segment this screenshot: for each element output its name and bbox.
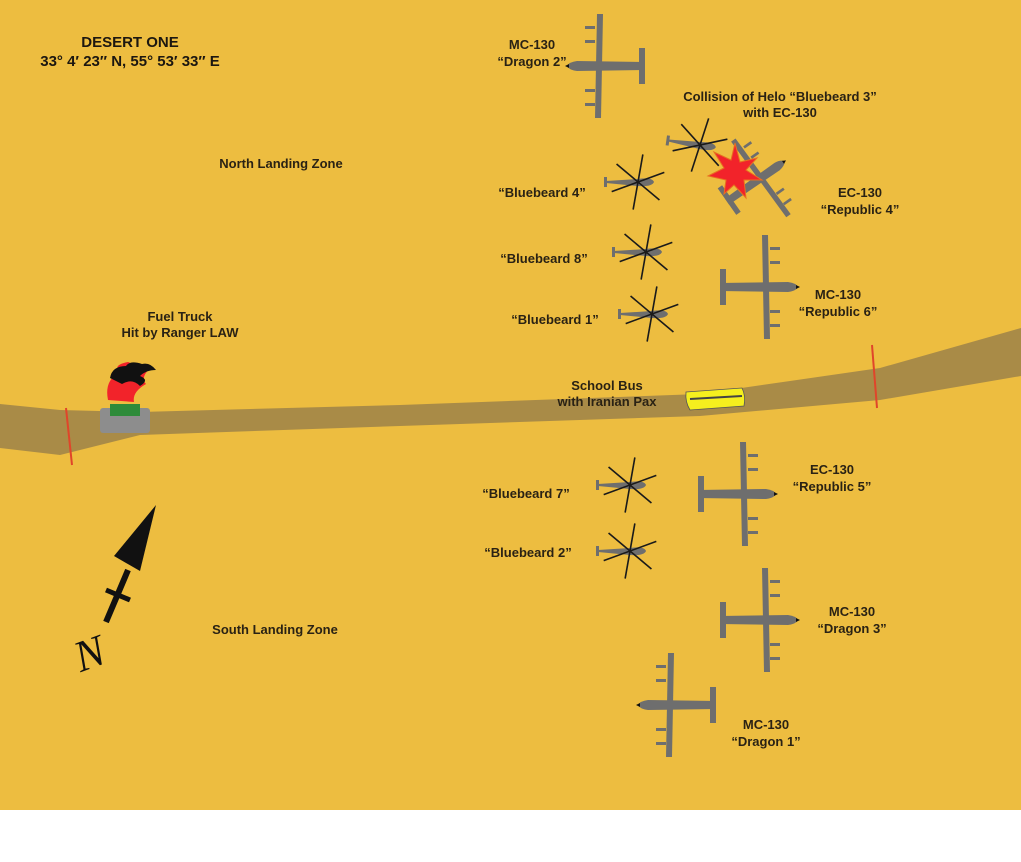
road-marker-east bbox=[871, 344, 878, 409]
south-landing-zone-label: South Landing Zone bbox=[212, 622, 338, 637]
north-landing-zone-label: North Landing Zone bbox=[219, 156, 342, 171]
republic-6-type: MC-130 bbox=[815, 287, 861, 302]
fuel-truck-label-line1: Fuel Truck bbox=[147, 309, 213, 324]
bus-label-line1: School Bus bbox=[571, 378, 643, 393]
dragon-3-type: MC-130 bbox=[829, 604, 875, 619]
bluebeard-1-label: “Bluebeard 1” bbox=[511, 312, 598, 327]
fuel-truck-label-line2: Hit by Ranger LAW bbox=[121, 325, 239, 340]
road-marker-west bbox=[65, 407, 73, 466]
bus-label-line2: with Iranian Pax bbox=[557, 394, 658, 409]
republic-5-name: “Republic 5” bbox=[793, 479, 872, 494]
republic-6-name: “Republic 6” bbox=[799, 304, 878, 319]
bluebeard-2-label: “Bluebeard 2” bbox=[484, 545, 571, 560]
republic-5-type: EC-130 bbox=[810, 462, 854, 477]
dragon-2-name: “Dragon 2” bbox=[497, 54, 566, 69]
bluebeard-7-label: “Bluebeard 7” bbox=[482, 486, 569, 501]
collision-label-line1: Collision of Helo “Bluebeard 3” bbox=[683, 89, 877, 104]
burning-fuel-truck bbox=[100, 362, 156, 433]
road bbox=[0, 328, 1021, 455]
explosion-icon bbox=[706, 142, 764, 200]
north-arrow-icon bbox=[103, 505, 156, 624]
collision-label-line2: with EC-130 bbox=[742, 105, 817, 120]
map-coordinates: 33° 4′ 23″ N, 55° 53′ 33″ E bbox=[40, 53, 220, 70]
dragon-3-name: “Dragon 3” bbox=[817, 621, 886, 636]
bluebeard-4-label: “Bluebeard 4” bbox=[498, 185, 585, 200]
map-title: DESERT ONE bbox=[81, 34, 179, 51]
bluebeard-8-label: “Bluebeard 8” bbox=[500, 251, 587, 266]
dragon-2-type: MC-130 bbox=[509, 37, 555, 52]
dragon-1-type: MC-130 bbox=[743, 717, 789, 732]
school-bus bbox=[685, 387, 746, 411]
dragon-1-name: “Dragon 1” bbox=[731, 734, 800, 749]
republic-4-type: EC-130 bbox=[838, 185, 882, 200]
republic-4-name: “Republic 4” bbox=[821, 202, 900, 217]
